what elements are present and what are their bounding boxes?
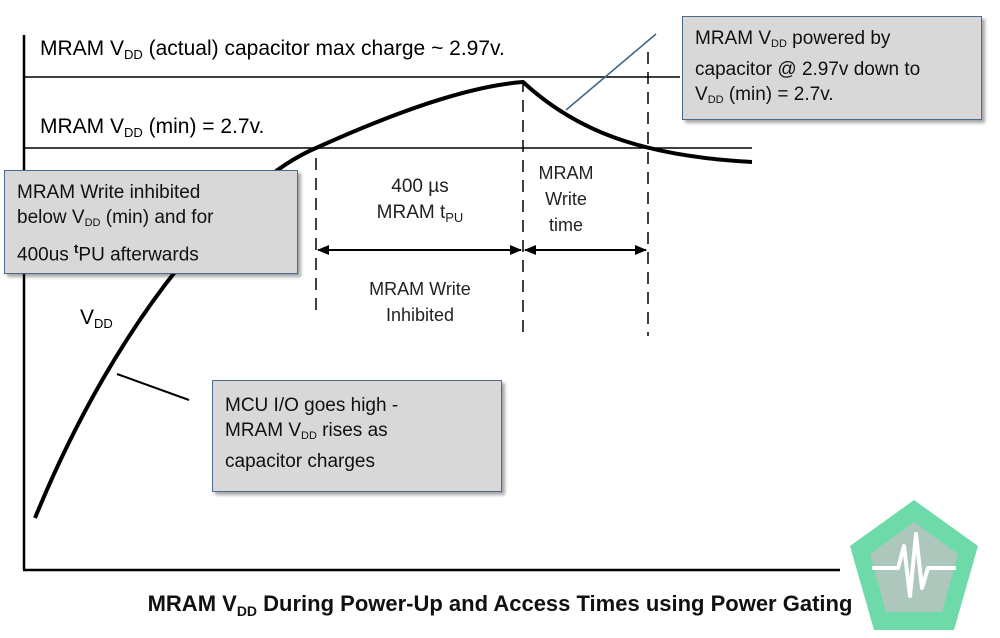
tpu-interval-label: 400 µs MRAM tPU (376, 176, 464, 225)
pulse-logo-icon (850, 500, 978, 630)
diagram-caption: MRAM VDD During Power-Up and Access Time… (147, 591, 853, 619)
capacitor-leader-line (565, 33, 657, 111)
vdd-curve (33, 79, 753, 519)
write-inhibited-callout: MRAM Write inhibited below VDD (min) and… (4, 170, 298, 274)
mcu-leader-line (116, 373, 190, 401)
vdd-curve-label: VDD (80, 306, 113, 331)
capacitor-callout: MRAM VDD powered by capacitor @ 2.97v do… (682, 16, 982, 120)
write-time-label: MRAM Write time (538, 163, 594, 235)
actual-max-label: MRAM VDD (actual) capacitor max charge ~… (40, 37, 505, 62)
write-inhibited-label: MRAM Write Inhibited (369, 279, 471, 325)
mcu-callout: MCU I/O goes high - MRAM VDD rises as ca… (212, 380, 502, 492)
min-vdd-label: MRAM VDD (min) = 2.7v. (40, 115, 265, 140)
